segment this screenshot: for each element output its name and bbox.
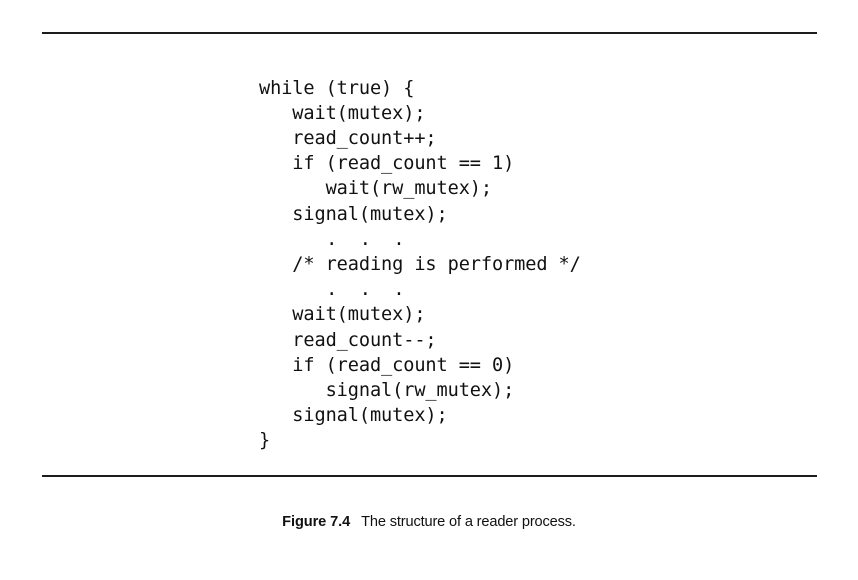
code-line: if (read_count == 1)	[259, 153, 515, 175]
code-line: read_count--;	[259, 329, 437, 351]
code-line: signal(mutex);	[259, 405, 448, 427]
code-line-comment: /* reading is performed */	[259, 254, 581, 276]
code-line: while (true) {	[259, 77, 415, 99]
code-line-ellipsis: . . .	[259, 228, 405, 250]
figure-caption-label: Figure 7.4	[282, 514, 351, 530]
code-line: read_count++;	[259, 128, 437, 149]
figure-caption: Figure 7.4 The structure of a reader proc…	[0, 513, 858, 532]
code-line: wait(rw_mutex);	[259, 178, 493, 200]
code-line: if (read_count == 0)	[259, 354, 515, 376]
code-line-ellipsis: . . .	[259, 279, 405, 301]
code-listing: while (true) { wait(mutex); read_count++…	[259, 76, 581, 454]
code-line: signal(mutex);	[259, 203, 448, 225]
code-line: wait(mutex);	[259, 304, 426, 326]
code-line: wait(mutex);	[259, 102, 426, 124]
code-line: }	[259, 430, 271, 452]
code-line: signal(rw_mutex);	[259, 380, 515, 402]
figure-caption-text: The structure of a reader process.	[361, 514, 576, 530]
figure-bottom-rule	[42, 475, 817, 477]
figure-top-rule	[42, 32, 817, 34]
